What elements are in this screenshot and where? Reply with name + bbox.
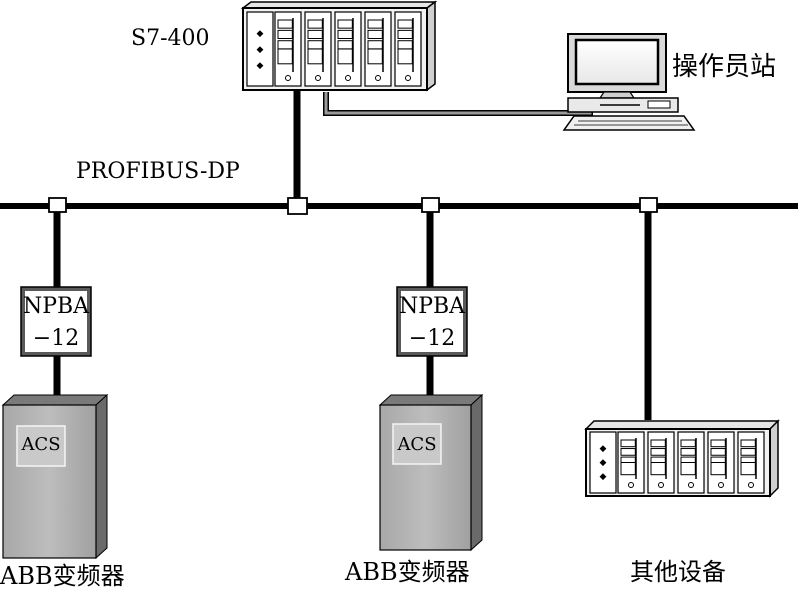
npba-2-label-line2: −12 [409, 326, 455, 351]
npba-1-label-line2: −12 [33, 326, 79, 351]
other-rack-module-5 [737, 431, 765, 494]
bus-connector-plc [287, 197, 308, 215]
other-rack-module-4 [707, 431, 735, 494]
npba-2-label-line1: NPBA [399, 294, 466, 319]
operator-station-label: 操作员站 [672, 52, 776, 82]
abb-drive-cabinet-2: ACS [378, 393, 484, 552]
other-device-label: 其他设备 [630, 558, 726, 586]
plc-module-2 [304, 11, 332, 87]
other-rack-module-2 [647, 431, 675, 494]
other-rack-module-1 [617, 431, 645, 494]
svg-text:◆: ◆ [600, 444, 607, 454]
svg-text:◆: ◆ [257, 61, 264, 71]
other-device-rack: ◆ ◆ ◆ [584, 419, 780, 498]
other-rack-module-3 [677, 431, 705, 494]
plc-module-3 [334, 11, 362, 87]
drive-1-badge: ACS [20, 434, 60, 455]
plc-module-1 [274, 11, 302, 87]
svg-text:◆: ◆ [600, 458, 607, 468]
drive-2-label: ABB变频器 [344, 558, 470, 586]
operator-station-computer [562, 33, 696, 131]
svg-text:◆: ◆ [257, 45, 264, 55]
plc-module-5 [394, 11, 422, 87]
bus-connector-other [639, 197, 658, 213]
drive-2-badge: ACS [396, 434, 436, 455]
svg-text:◆: ◆ [600, 472, 607, 482]
s7-400-plc-rack: ◆ ◆ ◆ [240, 0, 438, 92]
svg-text:◆: ◆ [257, 29, 264, 39]
plc-operator-cable [323, 92, 593, 116]
npba-adapter-2: NPBA −12 [396, 286, 468, 357]
plc-label: S7-400 [131, 26, 210, 51]
bus-connector-drive-2 [421, 197, 440, 213]
drive-1-label: ABB变频器 [0, 562, 125, 590]
npba-1-label-line1: NPBA [23, 294, 90, 319]
profibus-dp-label: PROFIBUS-DP [76, 159, 240, 184]
plc-module-4 [364, 11, 392, 87]
npba-adapter-1: NPBA −12 [20, 286, 92, 357]
bus-connector-drive-1 [48, 197, 67, 213]
abb-drive-cabinet-1: ACS [1, 393, 109, 560]
